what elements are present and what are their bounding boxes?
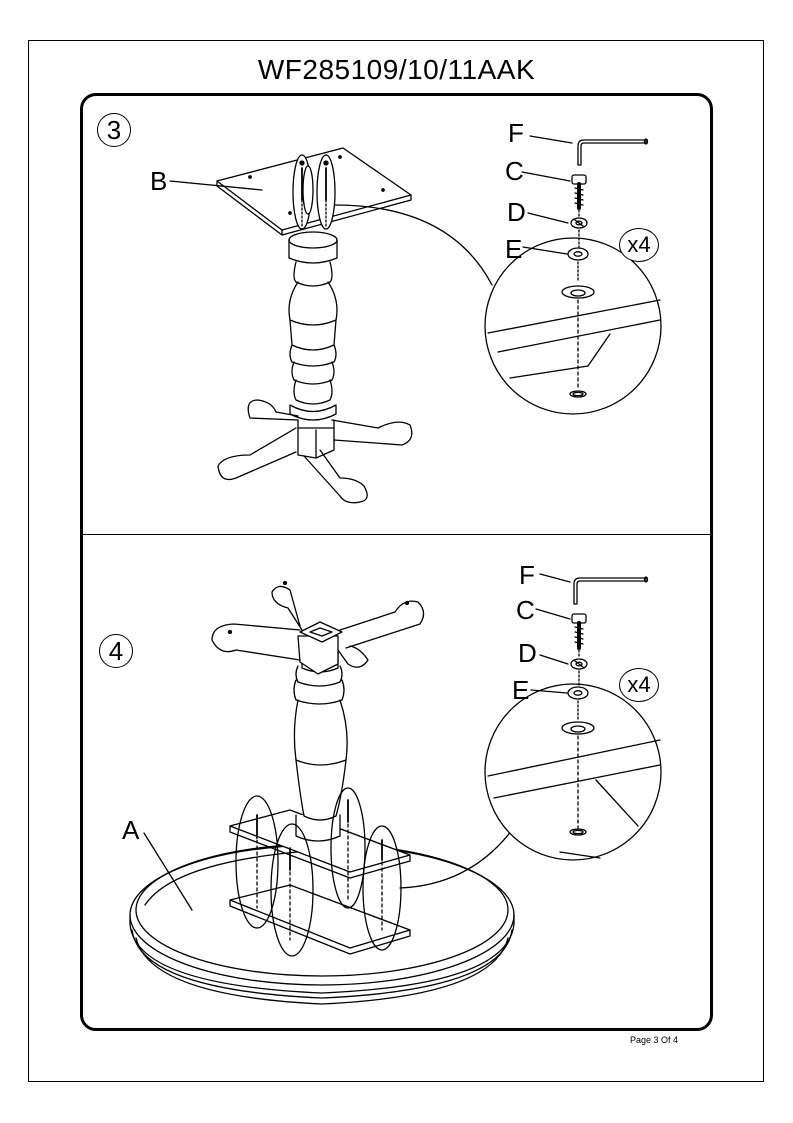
bolt-highlights xyxy=(293,155,335,229)
label-part-f-step4: F xyxy=(519,560,535,590)
lock-washer-d xyxy=(571,218,587,228)
instruction-panel xyxy=(80,93,713,1031)
label-part-d: D xyxy=(507,197,526,227)
leader-b xyxy=(170,181,262,190)
hardware-stack-step4 xyxy=(568,577,648,720)
label-part-c-step4: C xyxy=(516,595,535,625)
pedestal-inverted xyxy=(294,650,347,820)
detail-view xyxy=(485,238,661,414)
label-part-e: E xyxy=(505,234,523,264)
label-part-d-step4: D xyxy=(518,638,537,668)
label-part-e-step4: E xyxy=(512,675,530,705)
label-part-f: F xyxy=(508,118,524,148)
label-part-b: B xyxy=(150,166,168,196)
quantity-badge-step4: x4 xyxy=(619,668,659,702)
pedestal-feet xyxy=(218,400,412,503)
hardware-stack xyxy=(568,139,648,282)
pedestal-feet-inverted xyxy=(212,582,424,675)
step-number-3: 3 xyxy=(97,113,131,147)
label-part-c: C xyxy=(505,156,524,186)
page-border xyxy=(28,40,764,1082)
step-divider xyxy=(80,534,713,535)
step-number-4: 4 xyxy=(99,634,133,668)
flat-washer-e xyxy=(568,248,588,260)
bolt-c-step4 xyxy=(572,614,586,648)
detail-callout-leader-step4 xyxy=(400,830,512,888)
allen-key-f xyxy=(578,140,646,165)
step-3-illustration xyxy=(170,136,661,503)
detail-callout-leader xyxy=(335,205,492,285)
quantity-badge-step3: x4 xyxy=(619,228,659,262)
flat-washer-e-step4 xyxy=(568,687,588,699)
mounting-board-b xyxy=(217,148,411,235)
leader-a xyxy=(144,833,192,910)
label-part-a: A xyxy=(122,815,140,845)
allen-key-f-step4 xyxy=(574,578,646,604)
step-4-illustration xyxy=(130,574,661,1004)
model-number: WF285109/10/11AAK xyxy=(257,54,536,85)
bolt-c xyxy=(572,175,586,208)
pedestal xyxy=(289,232,337,420)
detail-view-step4 xyxy=(485,684,661,860)
page-number: Page 3 Of 4 xyxy=(630,1035,679,1045)
lock-washer-d-step4 xyxy=(571,659,587,669)
